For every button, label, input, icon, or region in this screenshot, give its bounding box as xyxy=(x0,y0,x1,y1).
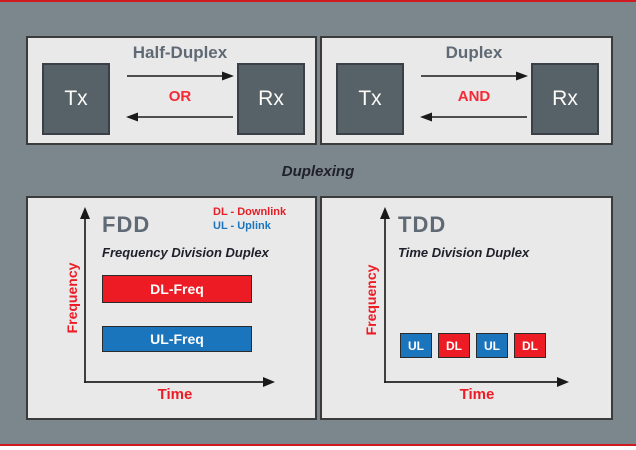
ul-freq-bar: UL-Freq xyxy=(102,326,252,352)
slot-ul: UL xyxy=(476,333,508,358)
dl-freq-bar: DL-Freq xyxy=(102,275,252,303)
tdd-x-axis-label: Time xyxy=(459,386,495,403)
and-label: AND xyxy=(457,88,491,105)
arrow-left-icon xyxy=(126,112,233,122)
fdd-x-axis-label: Time xyxy=(157,386,193,403)
fdd-y-axis-label: Frequency xyxy=(64,262,80,334)
arrow-left-icon xyxy=(420,112,527,122)
slot-dl: DL xyxy=(438,333,470,358)
slot-ul: UL xyxy=(400,333,432,358)
tx-node: Tx xyxy=(336,63,404,135)
tdd-title: TDD xyxy=(398,212,447,237)
legend-downlink: DL - Downlink xyxy=(213,206,287,218)
half-duplex-panel: Half-Duplex Tx Rx OR xyxy=(26,36,317,145)
fdd-panel: Frequency FDD DL - Downlink UL - Uplink … xyxy=(26,196,317,420)
duplex-title: Duplex xyxy=(445,43,503,62)
tdd-y-axis-label: Frequency xyxy=(363,264,379,336)
tdd-subtitle: Time Division Duplex xyxy=(398,245,530,260)
slot-dl: DL xyxy=(514,333,546,358)
bottom-accent-line xyxy=(0,444,636,446)
bottom-margin xyxy=(0,446,636,450)
tdd-panel: Frequency TDD Time Division Duplex UL DL… xyxy=(320,196,613,420)
legend: DL - Downlink UL - Uplink xyxy=(213,205,286,233)
arrow-right-icon xyxy=(421,71,528,81)
rx-node: Rx xyxy=(237,63,305,135)
tdd-slots: UL DL UL DL xyxy=(400,333,546,358)
tx-node: Tx xyxy=(42,63,110,135)
or-label: OR xyxy=(168,88,192,105)
top-accent-line xyxy=(0,0,636,2)
half-duplex-title: Half-Duplex xyxy=(132,43,228,62)
arrow-right-icon xyxy=(127,71,234,81)
legend-uplink: UL - Uplink xyxy=(213,220,271,232)
fdd-subtitle: Frequency Division Duplex xyxy=(102,245,269,260)
rx-node: Rx xyxy=(531,63,599,135)
duplex-panel: Duplex Tx Rx AND xyxy=(320,36,613,145)
duplexing-section-label: Duplexing xyxy=(281,163,355,180)
fdd-title: FDD xyxy=(102,212,151,237)
